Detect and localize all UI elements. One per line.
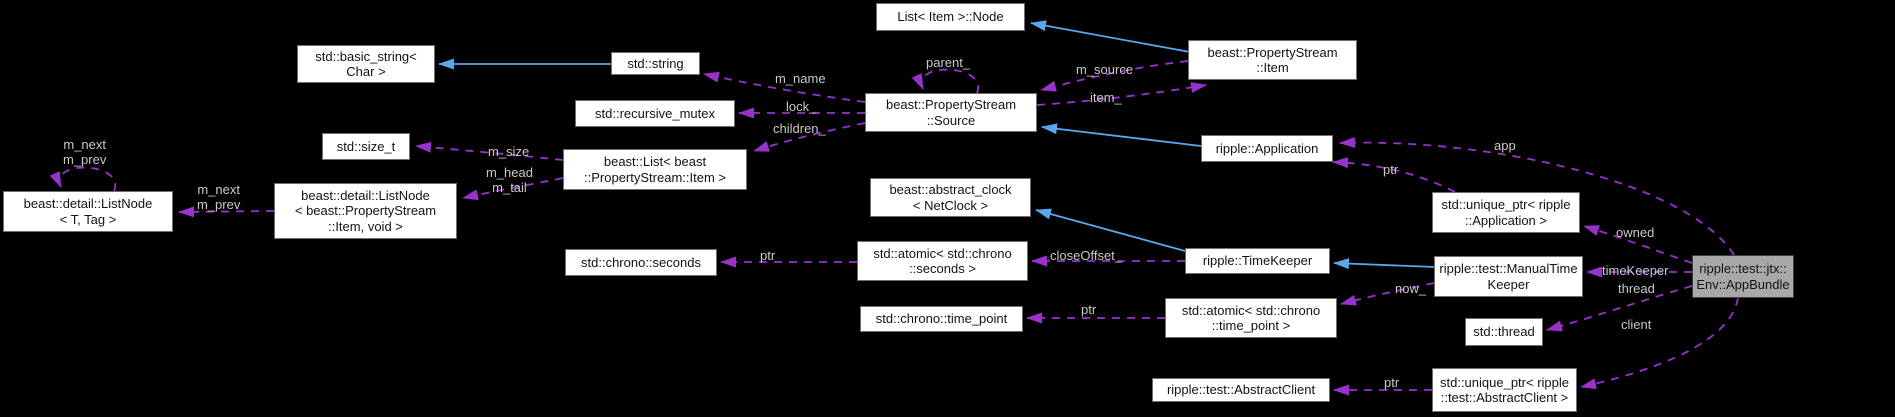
edge-label-m-source: m_source [1076,62,1134,77]
node-chrono-time-point[interactable]: std::chrono::time_point [860,306,1023,332]
edge-label-children: children_ [773,121,826,136]
node-atomic-time-point[interactable]: std::atomic< std::chrono ::time_point > [1165,298,1337,338]
edge-m-size [415,141,564,161]
edge-label-item: item_ [1090,90,1122,105]
edge-thread [1546,285,1693,332]
node-timekeeper[interactable]: ripple::TimeKeeper [1185,248,1330,274]
node-manual-timekeeper[interactable]: ripple::test::ManualTime Keeper [1434,256,1583,297]
edge-m-source [1040,60,1189,92]
edge-app [1339,137,1735,256]
edge-m-next-m-prev-self-loop [49,166,117,192]
edge-parent-self-loop [911,68,980,94]
node-std-size-t[interactable]: std::size_t [322,133,410,160]
edge-label-close-offset: closeOffset_ [1050,248,1123,263]
node-abstract-clock[interactable]: beast::abstract_clock < NetClock > [870,178,1031,217]
node-chrono-seconds[interactable]: std::chrono::seconds [565,249,717,276]
node-std-thread[interactable]: std::thread [1465,318,1543,346]
node-recursive-mutex[interactable]: std::recursive_mutex [575,100,735,127]
edge-m-name [703,71,866,103]
edge-label-thread: thread [1618,281,1655,296]
edge-application-inherits-source [1041,123,1202,147]
edge-label-ptr-seconds: ptr [760,248,776,263]
edge-label-owned: owned [1616,225,1655,240]
node-basic-string[interactable]: std::basic_string< Char > [297,45,435,83]
node-property-stream-source[interactable]: beast::PropertyStream ::Source [865,93,1037,132]
edge-label-now: now_ [1395,281,1427,296]
node-unique-ptr-abstract-client[interactable]: std::unique_ptr< ripple ::test::Abstract… [1432,368,1577,412]
edge-m-next-m-prev [178,206,275,218]
edge-label-m-next-m-prev-loop: m_next m_prev [63,137,107,167]
edge-m-head-m-tail [462,177,564,201]
edge-manualtimekeeper-inherits-timekeeper [1333,258,1435,270]
edge-label-ptr-application: ptr [1383,162,1399,177]
edge-label-m-size: m_size [488,144,530,159]
edge-label-ptr-client: ptr [1384,375,1400,390]
edge-ptr-application [1332,157,1456,193]
edge-label-m-next-m-prev: m_next m_prev [197,182,241,212]
edge-item-inherits-list-node [1030,20,1191,53]
node-beast-list[interactable]: beast::List< beast ::PropertyStream::Ite… [563,149,747,190]
edge-label-lock: lock_ [786,99,817,114]
edge-item [1036,82,1207,106]
node-property-stream-item[interactable]: beast::PropertyStream ::Item [1188,40,1357,80]
edge-timekeeper-inherits-abstract-clock [1035,208,1186,252]
node-ripple-application[interactable]: ripple::Application [1201,135,1333,162]
edge-label-app: app [1494,138,1516,153]
node-atomic-seconds[interactable]: std::atomic< std::chrono ::seconds > [857,241,1028,281]
edge-label-client: client [1621,317,1652,332]
node-std-string[interactable]: std::string [611,52,700,75]
node-unique-ptr-application[interactable]: std::unique_ptr< ripple ::Application > [1432,192,1580,233]
edge-owned [1583,225,1693,264]
node-list-item-node[interactable]: List< Item >::Node [876,3,1025,31]
edge-label-ptr-time-point: ptr [1081,302,1097,317]
node-listnode-t-tag[interactable]: beast::detail::ListNode < T, Tag > [3,191,173,232]
edge-label-m-name: m_name [775,71,826,86]
edge-label-parent: parent_ [926,55,971,70]
node-listnode-item-void[interactable]: beast::detail::ListNode < beast::Propert… [274,183,457,239]
edge-now [1340,282,1435,306]
edge-label-m-head-m-tail: m_head m_tail [486,165,533,195]
node-abstract-client[interactable]: ripple::test::AbstractClient [1152,378,1330,402]
edge-client [1580,297,1739,390]
edge-label-timekeeper: timeKeeper [1602,263,1669,278]
node-appbundle: ripple::test::jtx:: Env::AppBundle [1692,255,1794,298]
